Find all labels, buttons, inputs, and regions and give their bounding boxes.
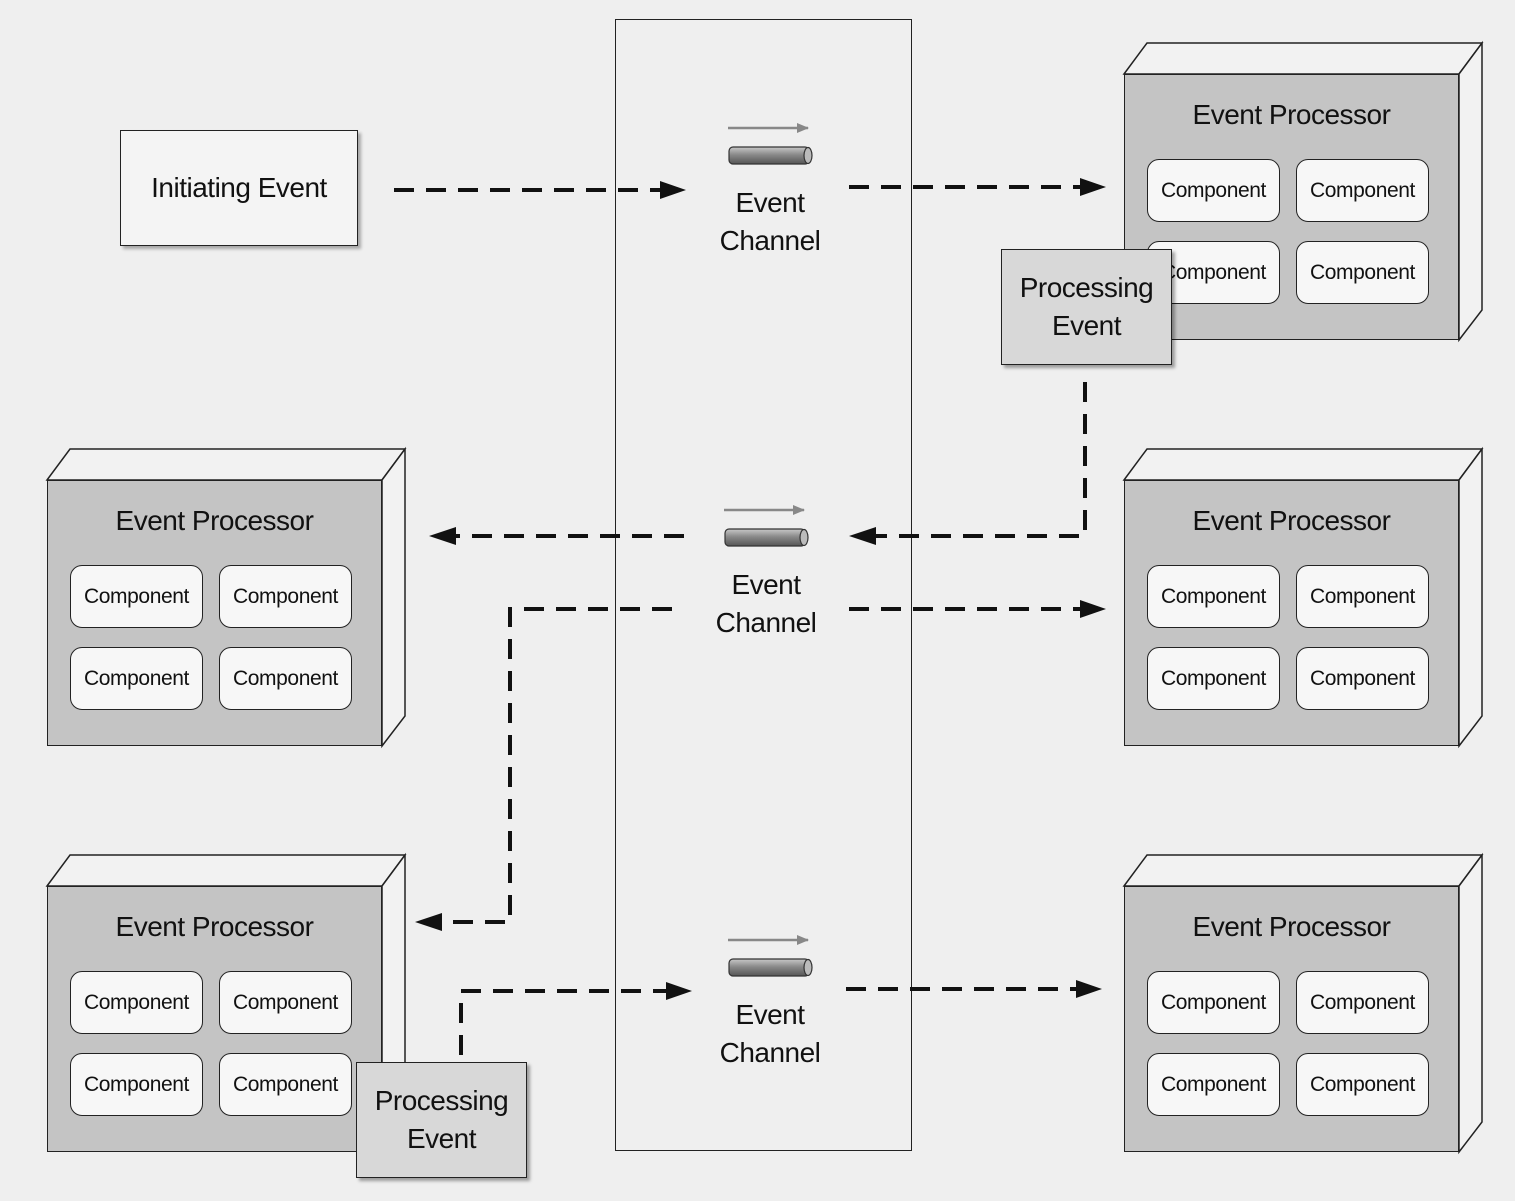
component: Component	[219, 647, 352, 710]
event-channel-label-line1: Event	[735, 999, 805, 1030]
processor-side-face	[381, 446, 406, 749]
component: Component	[219, 971, 352, 1034]
processor-title: Event Processor	[1192, 505, 1391, 536]
processor-top-face	[1122, 854, 1484, 887]
event-channel-label-line2: Channel	[719, 225, 821, 256]
component: Component	[219, 1053, 352, 1116]
component: Component	[1296, 647, 1429, 710]
event-channel-label: Event Channel	[690, 996, 850, 1072]
processor-side-face	[1458, 446, 1483, 749]
processing-event-line2: Event	[1051, 310, 1122, 341]
event-channel-label-line2: Channel	[715, 607, 817, 638]
event-processor-right-middle: Event Processor Component Component Comp…	[1124, 480, 1459, 746]
event-processor-left-middle: Event Processor Component Component Comp…	[47, 480, 382, 746]
processor-title: Event Processor	[1192, 99, 1391, 130]
processor-side-face	[1458, 40, 1483, 343]
component: Component	[70, 1053, 203, 1116]
event-channel-label-line2: Channel	[719, 1037, 821, 1068]
component: Component	[1296, 159, 1429, 222]
arrowhead	[1080, 600, 1106, 618]
component: Component	[1147, 159, 1280, 222]
component: Component	[70, 647, 203, 710]
component: Component	[219, 565, 352, 628]
processor-title: Event Processor	[115, 911, 314, 942]
processing-event-line1: Processing	[1019, 272, 1154, 303]
component: Component	[1296, 971, 1429, 1034]
initiating-event-label: Initiating Event	[151, 172, 327, 203]
event-processor-right-bottom: Event Processor Component Component Comp…	[1124, 886, 1459, 1152]
processing-event-line1: Processing	[374, 1085, 509, 1116]
processor-top-face	[1122, 448, 1484, 481]
component: Component	[1147, 1053, 1280, 1116]
event-channel-label: Event Channel	[686, 566, 846, 642]
component: Component	[1147, 647, 1280, 710]
event-channel-label-line1: Event	[731, 569, 801, 600]
processor-top-face	[45, 448, 407, 481]
component: Component	[1147, 971, 1280, 1034]
arrowhead	[429, 527, 456, 545]
event-processor-left-bottom: Event Processor Component Component Comp…	[47, 886, 382, 1152]
event-processor-right-top: Event Processor Component Component Comp…	[1124, 74, 1459, 340]
processor-top-face	[1122, 42, 1484, 75]
component: Component	[1296, 1053, 1429, 1116]
processing-event-box: Processing Event	[356, 1062, 527, 1178]
initiating-event-box: Initiating Event	[120, 130, 358, 246]
processor-top-face	[45, 854, 407, 887]
event-channel-label: Event Channel	[690, 184, 850, 260]
component: Component	[70, 971, 203, 1034]
arrowhead	[1080, 178, 1106, 196]
arrowhead	[415, 913, 442, 931]
processing-event-line2: Event	[406, 1123, 477, 1154]
processor-side-face	[1458, 852, 1483, 1155]
event-channel-label-line1: Event	[735, 187, 805, 218]
component: Component	[1296, 565, 1429, 628]
processor-title: Event Processor	[115, 505, 314, 536]
arrowhead	[1076, 980, 1102, 998]
component: Component	[70, 565, 203, 628]
processing-event-box: Processing Event	[1001, 249, 1172, 365]
processor-title: Event Processor	[1192, 911, 1391, 942]
component: Component	[1147, 565, 1280, 628]
component: Component	[1296, 241, 1429, 304]
